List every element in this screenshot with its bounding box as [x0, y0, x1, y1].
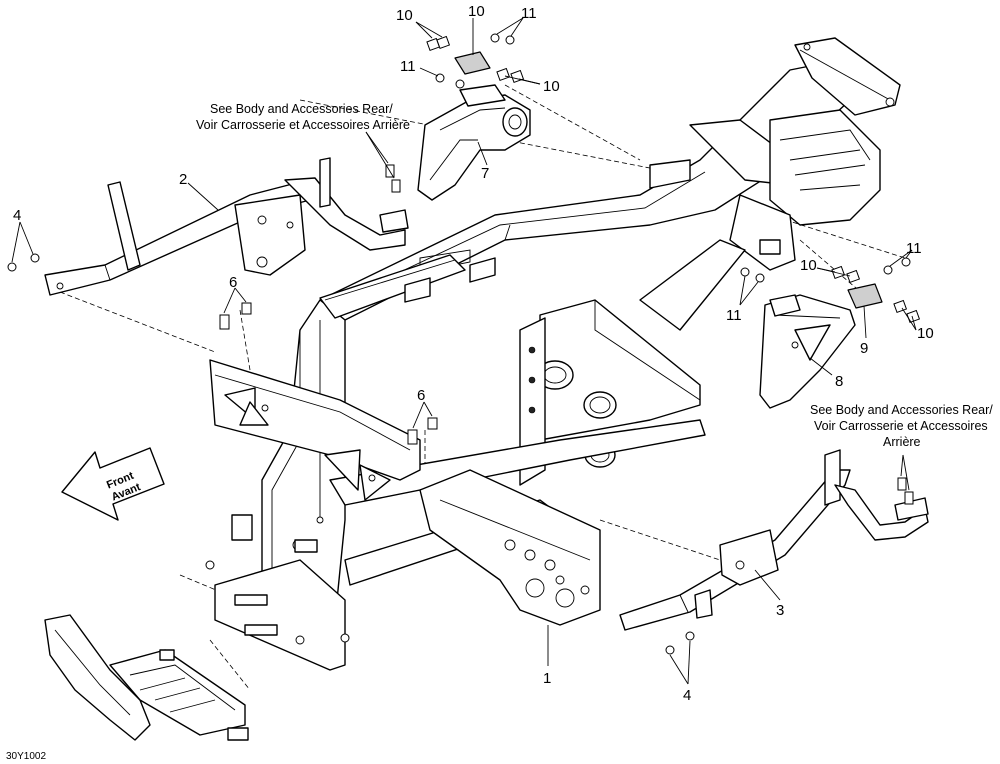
note-right: See Body and Accessories Rear/ Voir Carr…	[810, 403, 993, 449]
callout-4-bottom: 4	[683, 687, 691, 704]
callout-6-left: 6	[229, 274, 237, 291]
callout-labels: 10 10 11 11 10 7 2 4 6 6 11 10 11 9 10 8…	[13, 3, 934, 704]
callout-10-right-top: 10	[800, 257, 817, 274]
front-bumper	[44, 614, 249, 741]
diagram-reference-code: 30Y1002	[6, 751, 46, 762]
callout-11-right-lower: 11	[726, 307, 742, 324]
leader-lines	[11, 17, 917, 685]
callout-8: 8	[835, 373, 843, 390]
note-left-line-2: Voir Carrosserie et Accessoires Arrière	[196, 118, 410, 132]
callout-11-top-right: 11	[521, 5, 537, 22]
note-left: See Body and Accessories Rear/ Voir Carr…	[196, 102, 410, 132]
plates	[454, 51, 883, 309]
bracket-left	[417, 84, 531, 201]
main-frame	[209, 37, 901, 671]
callout-10-right-lower: 10	[917, 325, 934, 342]
callout-3: 3	[776, 602, 784, 619]
note-left-line-1: See Body and Accessories Rear/	[210, 102, 393, 116]
note-right-line-3: Arrière	[883, 435, 921, 449]
note-right-line-1: See Body and Accessories Rear/	[810, 403, 993, 417]
callout-4-left: 4	[13, 207, 21, 224]
footrest-bar-right	[619, 449, 929, 631]
callout-9-top: 10	[468, 3, 485, 20]
callout-9-right: 9	[860, 340, 868, 357]
callout-11-left: 11	[400, 58, 416, 75]
callout-7: 7	[481, 165, 489, 182]
callout-10-right-of-plate: 10	[543, 78, 560, 95]
callout-6-center: 6	[417, 387, 425, 404]
front-direction-arrow: Front Avant	[61, 447, 165, 521]
note-right-line-2: Voir Carrosserie et Accessoires	[814, 419, 988, 433]
callout-10-top-left: 10	[396, 7, 413, 24]
footrest-bar-left	[44, 157, 409, 296]
callout-1: 1	[543, 670, 551, 687]
callout-2: 2	[179, 171, 187, 188]
bracket-right	[759, 294, 856, 409]
callout-11-right-top: 11	[906, 240, 922, 257]
